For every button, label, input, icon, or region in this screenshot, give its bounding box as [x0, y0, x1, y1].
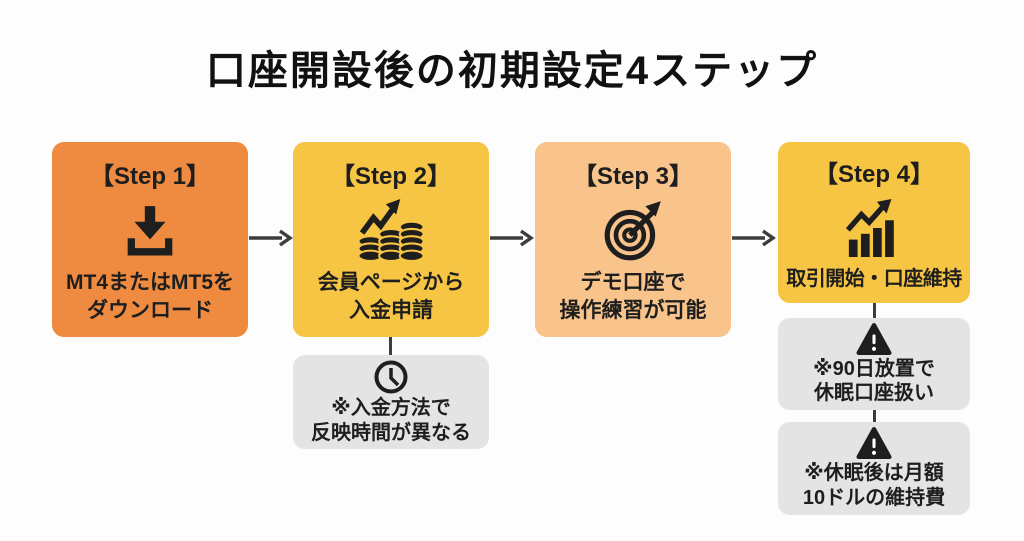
step-4-text: 取引開始・口座維持: [786, 266, 962, 292]
note-dormant2-line2: 10ドルの維持費: [802, 486, 946, 509]
note-maintenance-fee: ※休眠後は月額 10ドルの維持費: [778, 422, 970, 515]
download-icon: [123, 203, 177, 257]
connector-step2-to-note: [389, 337, 392, 355]
step-3-box: 【Step 3】 デモ口座で 操作練習が可能: [535, 142, 731, 337]
step-2-box: 【Step 2】 会員ページから 入金申請: [293, 142, 489, 337]
step-1-label: 【Step 1】: [89, 163, 211, 190]
flow-arrow-3: [732, 229, 776, 247]
note-deposit-line2: 反映時間が異なる: [311, 421, 471, 444]
step-4-text-line1: 取引開始・口座維持: [786, 268, 962, 290]
note-dormant2-text: ※休眠後は月額 10ドルの維持費: [803, 461, 945, 510]
note-dormant1-line2: 休眠口座扱い: [813, 382, 934, 404]
note-dormant1-line1: ※90日放置で: [813, 357, 935, 380]
step-4-box: 【Step 4】 取引開始・口座維持: [778, 142, 970, 303]
step-2-label: 【Step 2】: [330, 163, 452, 190]
step-2-text-line2: 入金申請: [349, 298, 433, 322]
flow-arrow-2: [490, 229, 534, 247]
step-3-text-line2: 操作練習が可能: [559, 298, 707, 322]
note-dormant1-text: ※90日放置で 休眠口座扱い: [813, 357, 935, 406]
step-1-text-line2: ダウンロード: [87, 298, 213, 322]
money-growth-icon: [356, 198, 426, 263]
step-3-text: デモ口座で 操作練習が可能: [560, 269, 707, 324]
step-3-text-line1: デモ口座で: [580, 271, 686, 295]
step-4-label: 【Step 4】: [813, 161, 935, 188]
target-dart-icon: [600, 199, 666, 261]
step-3-label: 【Step 3】: [572, 163, 694, 190]
chart-growth-icon: [842, 198, 906, 257]
step-1-box: 【Step 1】 MT4またはMT5を ダウンロード: [52, 142, 248, 337]
step-2-text: 会員ページから 入金申請: [318, 269, 465, 324]
note-deposit-line1: ※入金方法で: [331, 397, 451, 420]
warning-icon: [856, 427, 892, 460]
connector-step4-to-note: [873, 303, 876, 318]
page-title: 口座開設後の初期設定4ステップ: [205, 49, 819, 93]
note-dormant-account: ※90日放置で 休眠口座扱い: [778, 318, 970, 410]
step-2-text-line1: 会員ページから: [317, 271, 465, 295]
flow-arrow-1: [249, 229, 293, 247]
clock-icon: [373, 359, 409, 395]
connector-note-to-note: [873, 410, 876, 422]
step-1-text-line1: MT4またはMT5を: [66, 271, 234, 295]
note-deposit-time: ※入金方法で 反映時間が異なる: [293, 355, 489, 449]
note-deposit-text: ※入金方法で 反映時間が異なる: [311, 396, 471, 445]
warning-icon: [856, 322, 892, 356]
step-1-text: MT4またはMT5を ダウンロード: [66, 269, 234, 324]
note-dormant2-line1: ※休眠後は月額: [804, 462, 944, 485]
